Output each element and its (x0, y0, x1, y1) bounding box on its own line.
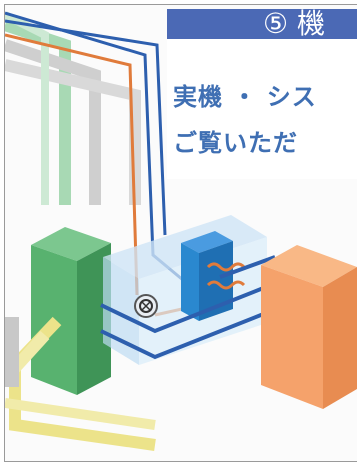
hydro-module (103, 215, 267, 365)
green-indoor-unit (31, 227, 111, 395)
caption-line-2: ご覧いただ (173, 129, 298, 157)
system-diagram (5, 11, 357, 451)
water-pipes (100, 255, 276, 360)
caption-line-1: 実機 ・ シス (173, 83, 317, 111)
caption-background (167, 39, 357, 179)
orange-outdoor-unit (261, 245, 357, 409)
background-pipes (5, 11, 141, 205)
wall-edge (5, 317, 19, 387)
heat-exchanger-coil-icon (206, 262, 246, 290)
pump-icon (134, 294, 158, 318)
section-banner: ⑤ 機 (167, 9, 357, 39)
illustration-frame: ⑤ 機 実機 ・ シス ご覧いただ (4, 4, 357, 462)
